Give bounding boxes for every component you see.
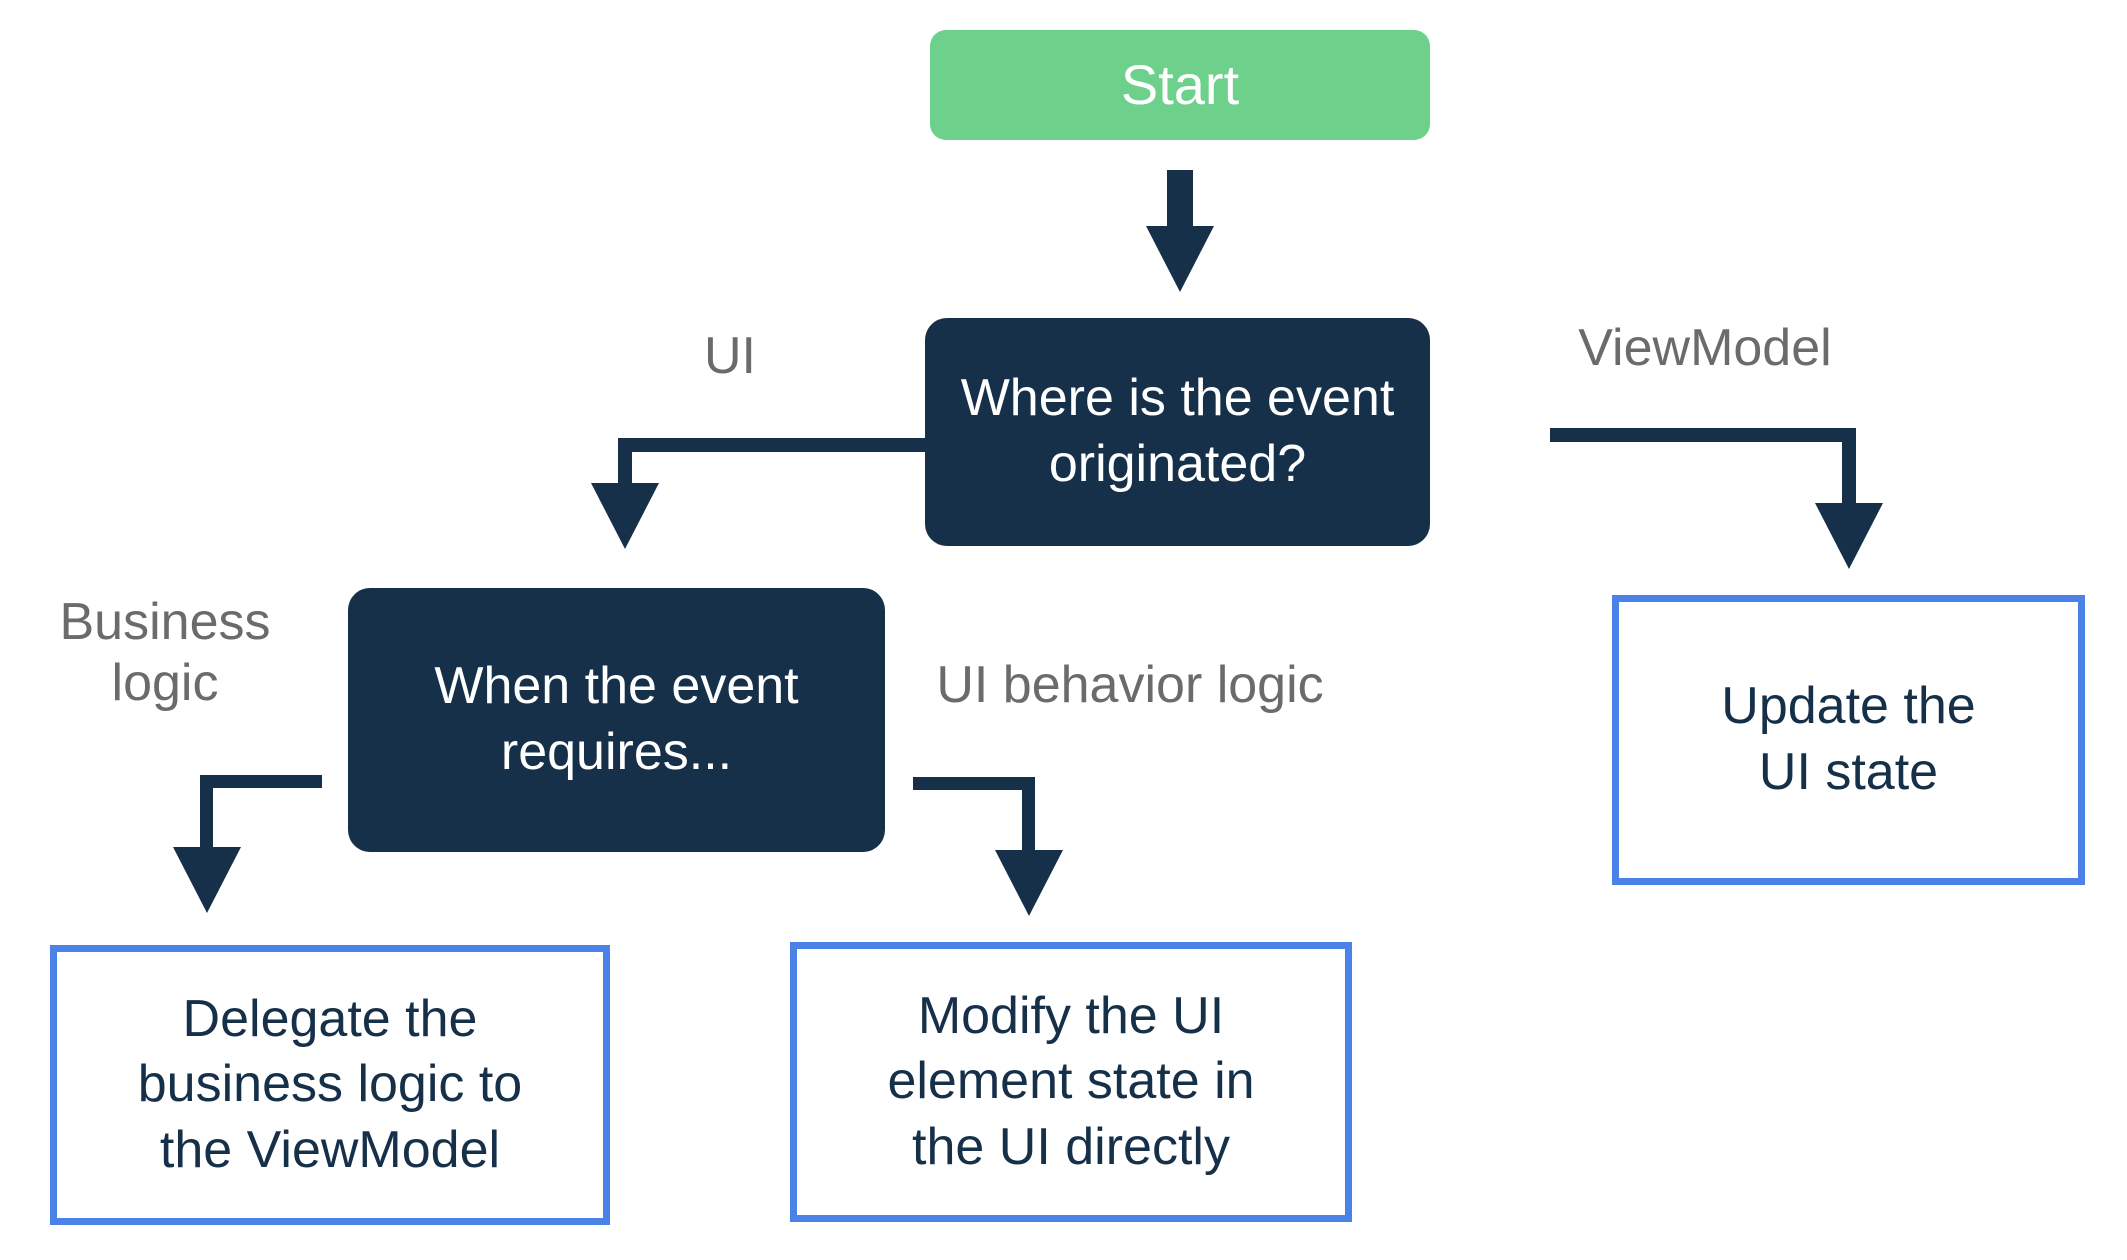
node-decision-requires[interactable]: When the event requires... <box>348 588 885 852</box>
node-outcome-modify-ui-element[interactable]: Modify the UI element state in the UI di… <box>790 942 1352 1222</box>
edge-requires-to-delegate <box>173 775 322 913</box>
node-outcome-delegate-business-logic[interactable]: Delegate the business logic to the ViewM… <box>50 945 610 1225</box>
edge-start-to-decision <box>1146 170 1214 292</box>
edge-label-viewmodel: ViewModel <box>1578 319 1832 377</box>
node-outcome-update-ui-state[interactable]: Update the UI state <box>1612 595 2085 885</box>
node-outcome-delegate-business-logic-label: Delegate the business logic to the ViewM… <box>137 989 523 1179</box>
node-start-label: Start <box>1120 52 1240 116</box>
edge-decision-to-requires <box>591 438 926 549</box>
node-decision-origin-label: Where is the event originated? <box>960 369 1395 493</box>
node-start[interactable]: Start <box>930 30 1430 140</box>
node-decision-requires-label: When the event requires... <box>434 657 799 781</box>
node-outcome-modify-ui-element-label: Modify the UI element state in the UI di… <box>887 986 1255 1176</box>
edge-requires-to-modify <box>913 777 1063 916</box>
edge-label-ui-behavior-logic: UI behavior logic <box>936 656 1324 714</box>
node-decision-origin[interactable]: Where is the event originated? <box>925 318 1430 546</box>
edge-label-ui: UI <box>704 327 756 385</box>
edge-label-business-logic: Business logic <box>59 593 271 713</box>
node-outcome-update-ui-state-label: Update the UI state <box>1721 677 1976 801</box>
edge-decision-to-update-ui-state <box>1550 428 1883 569</box>
